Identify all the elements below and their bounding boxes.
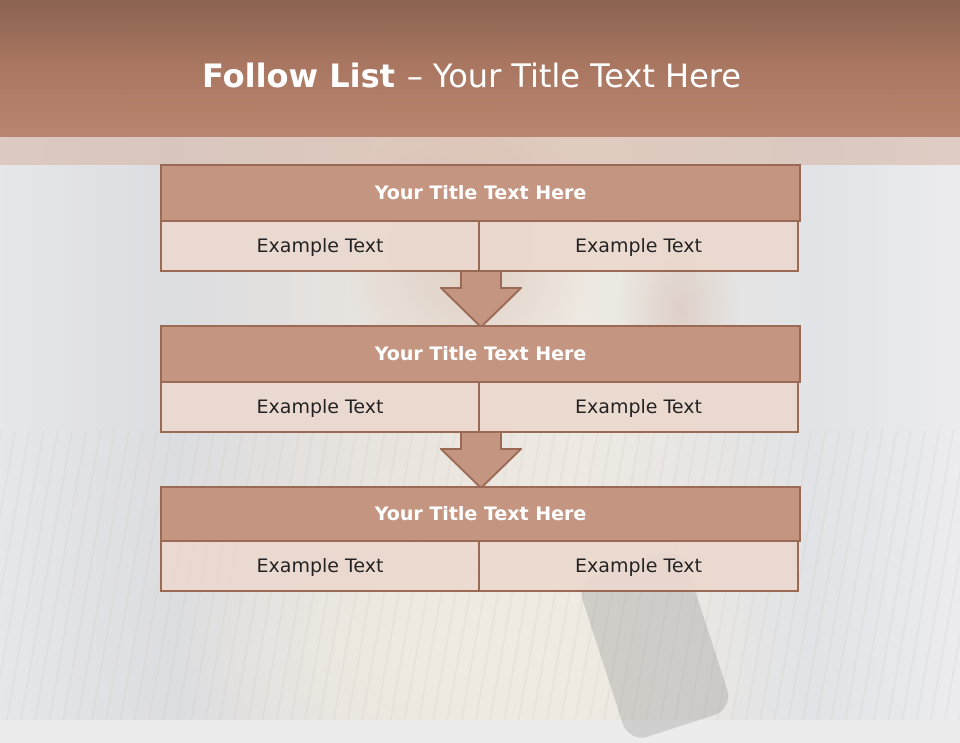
title-bar-band [0,137,960,165]
block-cell-left[interactable]: Example Text [160,383,480,433]
down-arrow-icon [440,270,522,328]
block-cell-right[interactable]: Example Text [478,542,799,592]
block-title[interactable]: Your Title Text Here [160,486,801,542]
block-row: Example Text Example Text [160,222,801,272]
title-bar [0,0,960,137]
block-cell-left[interactable]: Example Text [160,222,480,272]
list-block-2: Your Title Text Here Example Text Exampl… [160,325,801,433]
block-cell-left[interactable]: Example Text [160,542,480,592]
block-cell-right[interactable]: Example Text [478,383,799,433]
block-row: Example Text Example Text [160,383,801,433]
slide-title[interactable]: Follow List–Your Title Text Here [0,54,943,98]
slide-title-rest: Your Title Text Here [432,57,741,95]
list-block-3: Your Title Text Here Example Text Exampl… [160,486,801,592]
block-title[interactable]: Your Title Text Here [160,164,801,222]
slide-title-separator: – [406,57,423,95]
slide-title-bold: Follow List [202,57,395,95]
block-title[interactable]: Your Title Text Here [160,325,801,383]
block-cell-right[interactable]: Example Text [478,222,799,272]
block-row: Example Text Example Text [160,542,801,592]
down-arrow-icon [440,431,522,489]
list-block-1: Your Title Text Here Example Text Exampl… [160,164,801,272]
